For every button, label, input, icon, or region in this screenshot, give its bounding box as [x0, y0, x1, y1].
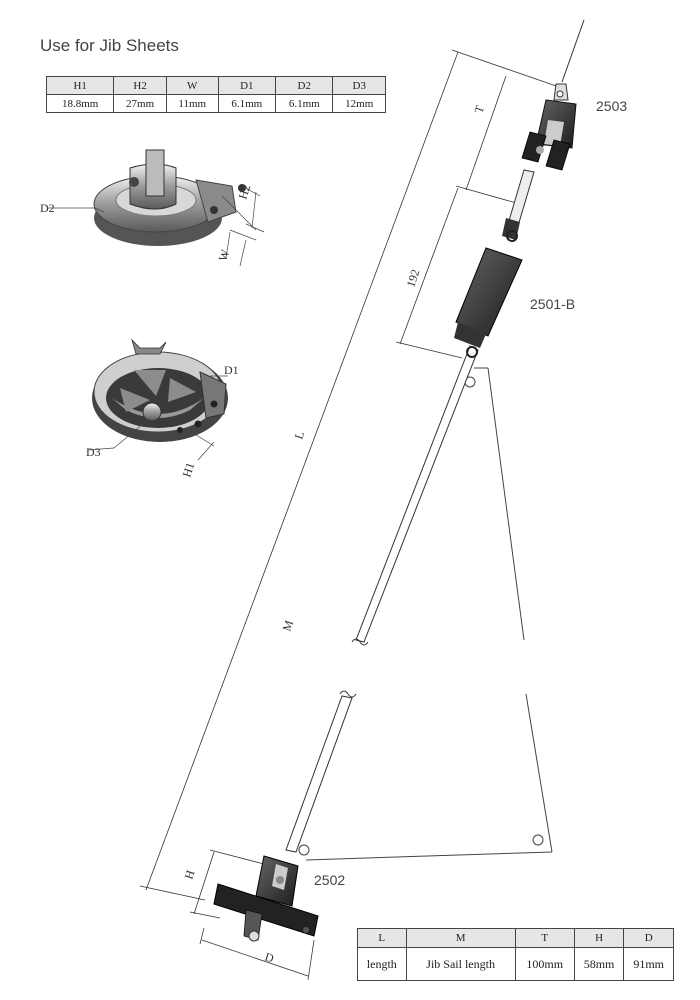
top-table-cell: 11mm	[165, 94, 219, 113]
forestay-rod	[285, 19, 585, 853]
middle-fitting-2501b	[454, 218, 523, 358]
dim-label-192: 192	[404, 267, 423, 288]
top-table-header: H1	[45, 76, 115, 95]
dimension-lines	[139, 49, 563, 981]
fitting-detail-top-view	[48, 149, 265, 267]
part-label-2503: 2503	[596, 98, 628, 114]
top-table-cell: 6.1mm	[275, 94, 334, 113]
top-table-cell: 6.1mm	[217, 94, 277, 113]
top-table-header: D3	[332, 76, 386, 95]
top-table-header: D2	[275, 76, 334, 95]
bottom-fitting-2502	[213, 855, 319, 942]
top-table-cell: 27mm	[113, 94, 167, 113]
bottom-spec-table: L M T H D length Jib Sail length 100mm 5…	[357, 928, 674, 981]
page-title: Use for Jib Sheets	[40, 36, 179, 55]
bottom-table-cell: 100mm	[514, 947, 575, 981]
dim-label-d: D	[263, 950, 276, 966]
dim-label-l: L	[292, 430, 308, 441]
part-label-2502: 2502	[314, 872, 346, 888]
dim-label-d2: D2	[40, 201, 55, 215]
dim-label-h2: H2	[236, 183, 254, 201]
dim-label-m: M	[280, 618, 297, 633]
dim-label-h: H	[182, 868, 198, 881]
dim-label-d3: D3	[86, 445, 101, 459]
bottom-table-cell: 91mm	[623, 947, 674, 981]
part-label-2501b: 2501-B	[530, 296, 576, 312]
top-table-header: H2	[113, 76, 167, 95]
fitting-detail-bottom-view	[87, 338, 228, 461]
dim-label-t: T	[472, 103, 488, 115]
bottom-table-cell: 58mm	[573, 947, 625, 981]
bottom-table-header: M	[405, 928, 516, 948]
jib-sail-outline	[298, 367, 553, 861]
top-spec-table: H1 H2 W D1 D2 D3 18.8mm 27mm 11mm 6.1mm …	[45, 76, 386, 113]
bottom-table-cell: Jib Sail length	[405, 947, 516, 981]
dim-label-w: W	[216, 247, 233, 263]
dim-label-h1: H1	[180, 461, 198, 479]
top-fitting-2503	[521, 83, 577, 171]
top-table-cell: 12mm	[332, 94, 386, 113]
dim-label-d1: D1	[224, 363, 239, 377]
bottom-table-header: T	[514, 928, 575, 948]
